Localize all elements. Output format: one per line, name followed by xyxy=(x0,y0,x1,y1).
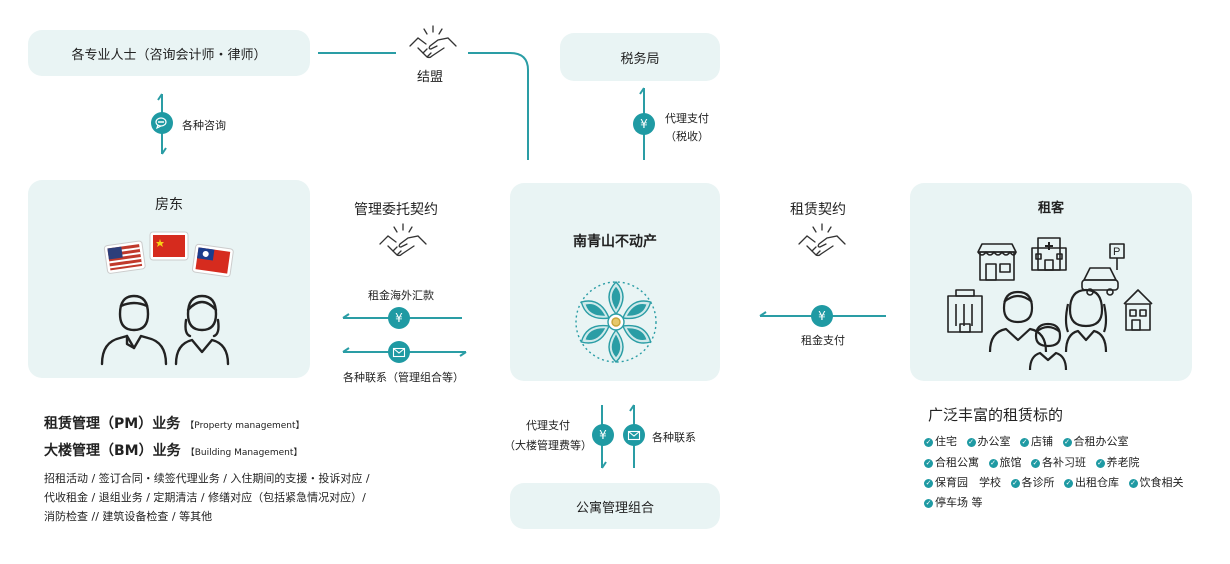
check-icon: ✓ xyxy=(924,458,933,468)
check-icon: ✓ xyxy=(988,458,998,468)
lease-contract-label: 租赁契约 xyxy=(790,202,846,218)
bm-service-main: 大楼管理（BM）业务 xyxy=(44,443,181,459)
rent-remit-label: 租金海外汇款 xyxy=(368,289,434,302)
contacts-label-2: 各种联系 xyxy=(652,431,696,444)
yen-icon: ¥ xyxy=(592,424,614,446)
bm-service-title: 大楼管理（BM）业务 【Building Management】 xyxy=(44,440,302,460)
professionals-label: 各专业人士（咨询会计师・律师） xyxy=(71,47,267,63)
tenant-illustration: P xyxy=(947,237,1153,371)
check-icon: ✓ xyxy=(1062,437,1072,447)
check-icon: ✓ xyxy=(924,437,933,447)
pm-service-note: 【Property management】 xyxy=(185,421,305,431)
proxy-pay-label-1: 代理支付 xyxy=(526,419,570,432)
check-icon: ✓ xyxy=(1031,458,1040,468)
mail-icon xyxy=(623,424,645,446)
chat-icon xyxy=(151,112,173,134)
check-icon: ✓ xyxy=(1020,437,1029,447)
parking-icon: P xyxy=(1081,243,1125,296)
company-logo-icon xyxy=(575,281,657,363)
targets-row: ✓合租公寓 ✓旅馆 ✓各补习班 ✓养老院 xyxy=(924,456,1140,469)
office-building-icon xyxy=(947,289,983,333)
mail-icon xyxy=(388,341,410,363)
targets-title: 广泛丰富的租赁标的 xyxy=(928,406,1064,424)
landlord-label: 房东 xyxy=(155,197,183,213)
tax-pay-label-2: （税收） xyxy=(665,130,709,143)
tax-pay-label-1: 代理支付 xyxy=(665,112,709,125)
landlord-box: 房东 xyxy=(28,180,310,378)
service-detail-line: 代收租金 / 退组业务 / 定期清洁 / 修缮对应（包括紧急情况对应）/ xyxy=(44,491,366,504)
handshake-icon xyxy=(379,223,427,257)
house-icon xyxy=(1123,289,1153,331)
service-details: 招租活动 / 签订合同・续签代理业务 / 入住期间的支援・投诉对应 / 代收租金… xyxy=(44,469,370,526)
alliance-label: 结盟 xyxy=(417,70,444,85)
bm-service-note: 【Building Management】 xyxy=(185,448,303,458)
consult-label: 各种咨询 xyxy=(182,119,226,132)
check-icon: ✓ xyxy=(924,478,933,488)
contacts-label-1: 各种联系（管理组合等） xyxy=(343,371,464,384)
yen-icon: ¥ xyxy=(388,307,410,329)
yen-icon: ¥ xyxy=(811,305,833,327)
tax-office-box: 税务局 xyxy=(560,33,720,81)
apartment-assoc-box: 公寓管理组合 xyxy=(510,483,720,529)
check-icon: ✓ xyxy=(966,437,976,447)
targets-row: ✓保育园 学校 ✓各诊所 ✓出租仓库 ✓饮食相关 xyxy=(924,476,1184,489)
svg-text:P: P xyxy=(1113,246,1120,258)
yen-icon: ¥ xyxy=(633,113,655,135)
targets-row: ✓住宅 ✓办公室 ✓店铺 ✓合租办公室 xyxy=(924,435,1129,448)
pm-service-main: 租赁管理（PM）业务 xyxy=(44,416,181,432)
rent-payment-label: 租金支付 xyxy=(801,334,845,347)
tax-office-label: 税务局 xyxy=(620,51,660,67)
hospital-icon xyxy=(1031,237,1067,271)
store-icon xyxy=(977,243,1017,281)
handshake-icon xyxy=(798,223,846,257)
targets-row: ✓停车场 等 xyxy=(924,496,983,509)
tenant-label: 租客 xyxy=(1037,201,1064,216)
check-icon: ✓ xyxy=(924,498,933,508)
check-icon: ✓ xyxy=(1010,478,1020,488)
service-detail-line: 消防检查 // 建筑设备检查 / 等其他 xyxy=(44,510,213,523)
check-icon: ✓ xyxy=(1128,478,1138,488)
tenant-box: 租客 xyxy=(910,183,1192,381)
landlord-people-icon xyxy=(100,294,230,366)
professionals-box: 各专业人士（咨询会计师・律师） xyxy=(28,30,310,76)
pm-service-title: 租赁管理（PM）业务 【Property management】 xyxy=(44,413,305,433)
flags-illustration xyxy=(103,231,234,278)
check-icon: ✓ xyxy=(1095,458,1105,468)
check-icon: ✓ xyxy=(1064,478,1073,488)
handshake-icon xyxy=(409,25,457,59)
company-label: 南青山不动产 xyxy=(573,234,657,250)
proxy-pay-label-2: （大楼管理费等） xyxy=(504,439,592,452)
apartment-assoc-label: 公寓管理组合 xyxy=(575,500,654,516)
management-contract-label: 管理委托契约 xyxy=(354,202,438,218)
tenant-people-icon xyxy=(988,288,1108,371)
service-detail-line: 招租活动 / 签订合同・续签代理业务 / 入住期间的支援・投诉对应 / xyxy=(44,472,370,485)
